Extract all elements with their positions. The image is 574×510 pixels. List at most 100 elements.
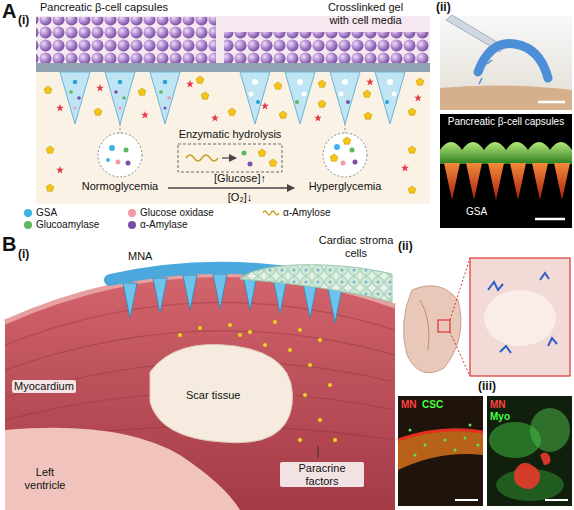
fluorescence-image bbox=[455, 499, 478, 501]
legend-swatch bbox=[128, 221, 136, 229]
legend-sample bbox=[262, 209, 280, 217]
part-label: Scar tissue bbox=[186, 389, 240, 402]
zoom-circle bbox=[350, 148, 355, 153]
legend-swatch bbox=[24, 221, 32, 229]
paracrine-dots bbox=[248, 330, 252, 334]
paracrine-dots bbox=[333, 438, 337, 442]
paracrine-dots bbox=[318, 446, 319, 458]
change-label: [Glucose]↑ bbox=[195, 172, 285, 185]
channel-label: CSC bbox=[422, 399, 443, 411]
base-plate bbox=[36, 63, 430, 72]
heart-photo bbox=[540, 273, 549, 280]
glucose-molecule bbox=[201, 92, 209, 99]
photo-label: GSA bbox=[466, 206, 487, 218]
heart-photo bbox=[500, 346, 511, 353]
microneedle bbox=[303, 283, 317, 318]
legend-text: GSA bbox=[36, 207, 57, 219]
paracrine-dots bbox=[178, 333, 182, 337]
hydrolysis-box bbox=[178, 144, 282, 172]
zoom-circle bbox=[120, 124, 121, 133]
fluorescence-photo bbox=[444, 163, 460, 200]
device-photo bbox=[440, 16, 572, 110]
glucose-molecule bbox=[364, 112, 372, 119]
zoom-circle bbox=[345, 124, 346, 133]
microneedle bbox=[123, 283, 137, 318]
zoom-circle bbox=[343, 137, 351, 144]
device-photo bbox=[478, 44, 548, 78]
zoom-circle bbox=[116, 160, 121, 165]
state-label: Normoglycemia bbox=[75, 180, 165, 193]
microneedle bbox=[183, 275, 197, 310]
heart-photo bbox=[484, 290, 556, 346]
tissue bbox=[36, 72, 430, 204]
glucose-molecule bbox=[416, 78, 424, 85]
paracrine-dots bbox=[298, 438, 302, 442]
part-label: Myocardium bbox=[12, 380, 76, 393]
zoom-circle bbox=[353, 160, 358, 165]
panel-number: (i) bbox=[18, 14, 29, 28]
legend-item: α-Amylase bbox=[128, 219, 187, 231]
part-label: Pancreatic β-cell capsules bbox=[40, 1, 168, 14]
photo-label: Pancreatic β-cell capsules bbox=[441, 116, 571, 128]
glucose-molecule bbox=[228, 108, 236, 115]
fluorescence-photo bbox=[440, 114, 572, 228]
device-photo bbox=[538, 101, 565, 104]
legend-text: α-Amylose bbox=[283, 207, 330, 219]
oxygen-star bbox=[56, 166, 64, 173]
heart-photo bbox=[403, 286, 460, 373]
gsa-particles bbox=[69, 90, 73, 94]
glucose-molecule bbox=[408, 146, 416, 153]
oxygen-star bbox=[141, 111, 149, 118]
fluorescence-image bbox=[398, 430, 483, 470]
gsa-particles bbox=[392, 92, 397, 97]
fluorescence-image bbox=[540, 452, 550, 465]
gsa-particles bbox=[69, 79, 396, 110]
zoom-circle bbox=[124, 148, 129, 153]
fluorescence-photo bbox=[444, 163, 570, 200]
myocardium bbox=[5, 275, 395, 510]
legend-item: α-Amylose bbox=[262, 207, 330, 219]
glucose-molecule bbox=[196, 76, 204, 83]
channel-label: MN bbox=[401, 399, 417, 411]
zoom-circle bbox=[106, 158, 110, 162]
glucose-molecule bbox=[363, 90, 371, 97]
glucose-molecule bbox=[274, 82, 282, 89]
channel-label: MN bbox=[490, 399, 506, 411]
zoom-circle bbox=[98, 133, 142, 177]
gsa-particles bbox=[342, 79, 348, 85]
glucose-molecule bbox=[46, 146, 54, 153]
fluorescence-image bbox=[409, 429, 412, 432]
panel-number: (ii) bbox=[398, 240, 413, 254]
glucose-molecule bbox=[408, 108, 416, 115]
gsa-particles bbox=[387, 79, 393, 85]
gsa-particles bbox=[252, 79, 258, 85]
zoom-circle bbox=[98, 124, 367, 177]
paracrine-dots bbox=[288, 348, 292, 352]
fluorescence-image bbox=[414, 454, 417, 457]
gsa-particles bbox=[163, 106, 166, 109]
zoom-circle bbox=[330, 154, 338, 161]
part-label: Cardiac stroma cells bbox=[316, 234, 396, 259]
glucose-molecule bbox=[44, 76, 424, 193]
legend-item: Glucoamylase bbox=[24, 219, 99, 231]
oxygen-star bbox=[96, 84, 104, 91]
microneedle bbox=[285, 72, 315, 124]
fluorescence-photo bbox=[466, 163, 482, 200]
microneedle bbox=[328, 288, 342, 323]
fluorescence-image bbox=[398, 396, 572, 506]
paracrine-dots bbox=[298, 328, 302, 332]
hydrolysis-box bbox=[242, 151, 247, 156]
scar-tissue bbox=[150, 344, 293, 442]
microneedle bbox=[60, 72, 90, 124]
legend-text: α-Amylase bbox=[140, 219, 187, 231]
fluorescence-image bbox=[477, 444, 480, 447]
state-arrow bbox=[168, 188, 294, 189]
gsa-particles bbox=[297, 79, 303, 85]
paracrine-dots bbox=[238, 333, 242, 337]
gsa-particles bbox=[118, 106, 121, 109]
change-label: [O₂]↓ bbox=[195, 191, 285, 204]
base-plate bbox=[36, 63, 430, 72]
glucose-molecule bbox=[279, 111, 287, 118]
oxygen-star bbox=[56, 104, 64, 111]
gsa-particles bbox=[167, 96, 171, 100]
